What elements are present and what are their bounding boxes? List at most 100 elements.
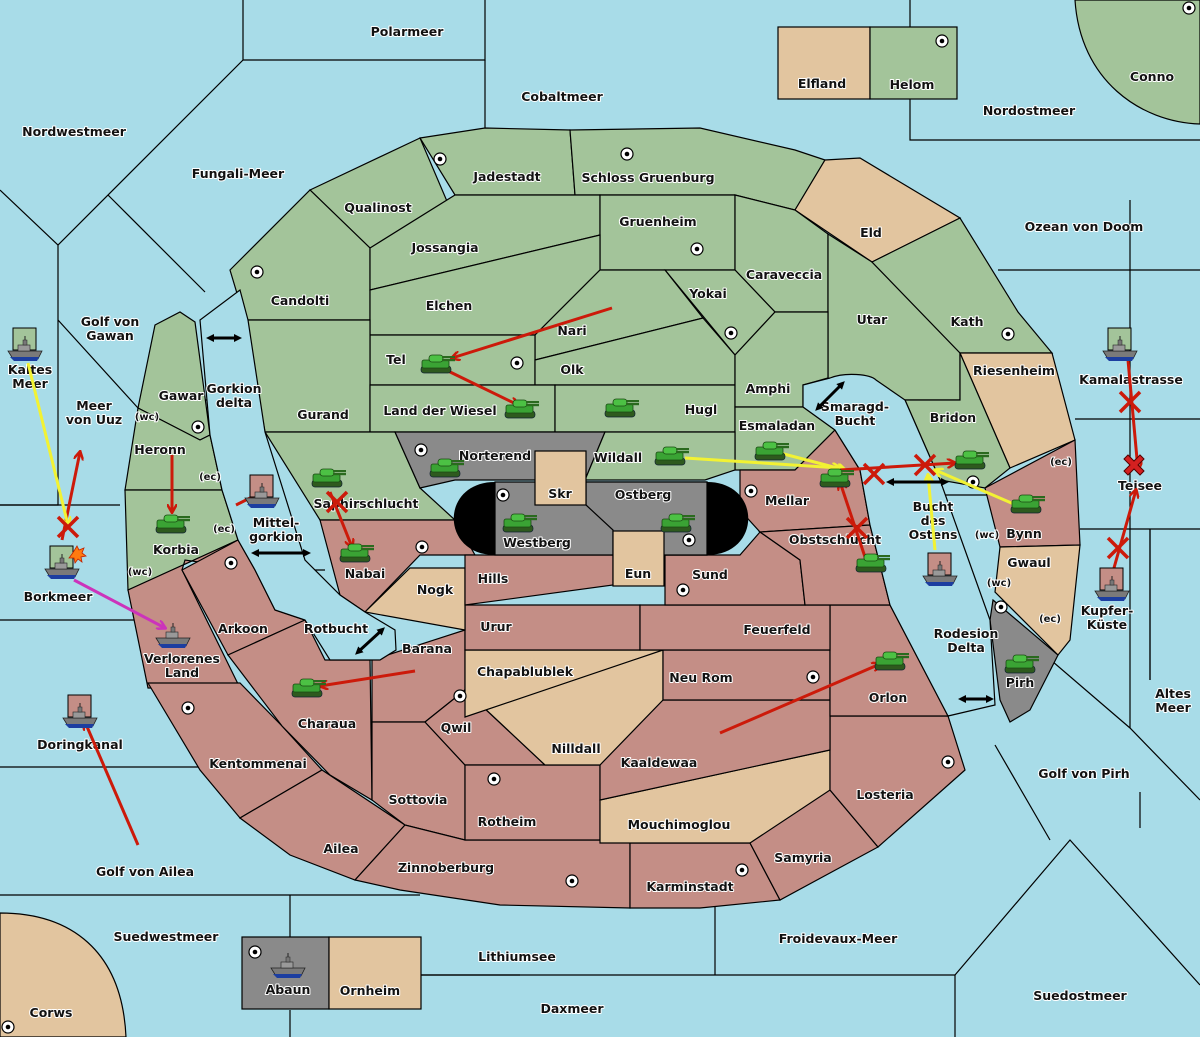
label-heronn: Heronn xyxy=(134,442,186,457)
label-land-der-wiesel: Land der Wiesel xyxy=(383,403,496,418)
territory-conno[interactable] xyxy=(1074,0,1200,125)
label-barana: Barana xyxy=(402,641,452,656)
label-orlon: Orlon xyxy=(869,690,908,705)
impassable-west xyxy=(453,482,495,555)
fleet-unit[interactable] xyxy=(922,552,958,587)
label-nordostmeer: Nordostmeer xyxy=(983,103,1076,118)
coast-marker: (wc) xyxy=(128,567,152,578)
order-support-arrow xyxy=(779,451,845,470)
label-nogk: Nogk xyxy=(417,582,454,597)
supply-center-icon xyxy=(415,540,429,554)
label-ozean-von-doom: Ozean von Doom xyxy=(1025,219,1144,234)
supply-center-icon xyxy=(941,755,955,769)
supply-center-icon xyxy=(1,1020,15,1034)
label-qualinost: Qualinost xyxy=(344,200,411,215)
territory-charaua[interactable] xyxy=(227,619,373,802)
supply-center-icon xyxy=(744,484,758,498)
fleet-unit[interactable] xyxy=(62,694,98,729)
sea-gorkion[interactable] xyxy=(199,288,397,661)
supply-center-icon xyxy=(735,863,749,877)
label-pirh: Pirh xyxy=(1006,675,1035,690)
supply-center-icon xyxy=(994,600,1008,614)
territory-kath[interactable] xyxy=(871,217,1054,354)
label-gwaul: Gwaul xyxy=(1007,555,1050,570)
label-kupfer-kueste: Kupfer-Küste xyxy=(1081,603,1134,632)
fleet-unit[interactable] xyxy=(44,545,87,580)
supply-center-icon xyxy=(248,945,262,959)
label-hills: Hills xyxy=(478,571,509,586)
territory-elfland[interactable] xyxy=(777,26,871,100)
label-korbia: Korbia xyxy=(153,542,199,557)
sea-smaragd-bucht[interactable] xyxy=(802,373,996,717)
territory-eun[interactable] xyxy=(612,530,665,587)
label-ostberg: Ostberg xyxy=(615,487,672,502)
fleet-unit[interactable] xyxy=(1094,567,1130,602)
label-urur: Urur xyxy=(480,619,512,634)
failed-order-cross-icon xyxy=(1118,390,1142,414)
territory-ornheim[interactable] xyxy=(328,936,422,1010)
order-support-arrow xyxy=(26,362,68,525)
failed-order-cross-icon xyxy=(56,515,80,539)
order-move-arrow xyxy=(840,482,868,561)
order-support-arrow xyxy=(684,456,840,468)
order-move-arrow xyxy=(719,664,880,735)
territory-saphirschlucht[interactable] xyxy=(263,431,457,521)
territory-gwaul[interactable] xyxy=(994,544,1081,656)
label-kaaldewaa: Kaaldewaa xyxy=(621,755,698,770)
label-corws: Corws xyxy=(30,1005,73,1020)
order-move-arrow xyxy=(1110,490,1136,576)
label-utar: Utar xyxy=(857,312,889,327)
supply-center-icon xyxy=(1001,327,1015,341)
supply-center-icon xyxy=(676,583,690,597)
bounce-marker-icon xyxy=(1123,454,1145,476)
label-nilldall: Nilldall xyxy=(551,741,600,756)
label-abaun: Abaun xyxy=(266,982,311,997)
label-borkmeer: Borkmeer xyxy=(24,589,94,604)
territory-corws[interactable] xyxy=(0,912,127,1037)
label-esmaladan: Esmaladan xyxy=(739,418,815,433)
supply-center-icon xyxy=(565,874,579,888)
label-bridon: Bridon xyxy=(930,410,976,425)
fleet-unit[interactable] xyxy=(1102,327,1138,362)
failed-order-cross-icon xyxy=(913,453,937,477)
passage-arrow-icon xyxy=(355,627,385,655)
label-caraveccia: Caraveccia xyxy=(746,267,822,282)
coast-marker: (ec) xyxy=(1050,457,1072,468)
failed-order-cross-icon xyxy=(862,462,886,486)
territory-gruenheim[interactable] xyxy=(599,194,736,271)
order-move-arrow xyxy=(320,669,416,686)
label-suedwestmeer: Suedwestmeer xyxy=(114,929,220,944)
label-elfland: Elfland xyxy=(798,76,846,91)
label-skr: Skr xyxy=(548,486,572,501)
order-support-arrow xyxy=(928,475,937,551)
fleet-unit[interactable] xyxy=(244,474,280,509)
label-ailea: Ailea xyxy=(323,841,358,856)
label-kentommenai: Kentommenai xyxy=(209,756,307,771)
label-bynn: Bynn xyxy=(1006,526,1041,541)
order-move-arrow xyxy=(1126,359,1138,470)
fleet-unit[interactable] xyxy=(7,327,43,362)
order-move-arrow xyxy=(328,491,352,547)
label-lithiumsee: Lithiumsee xyxy=(478,949,556,964)
center-mountain xyxy=(453,450,749,587)
label-losteria: Losteria xyxy=(856,787,913,802)
supply-center-icon xyxy=(487,772,501,786)
label-olk: Olk xyxy=(560,362,584,377)
coast-marker: (wc) xyxy=(135,412,159,423)
label-samyria: Samyria xyxy=(774,850,832,865)
territory-obstschlucht[interactable] xyxy=(758,524,891,606)
west-peninsula xyxy=(124,311,239,591)
label-polarmeer: Polarmeer xyxy=(371,24,445,39)
label-ornheim: Ornheim xyxy=(340,983,400,998)
label-yokai: Yokai xyxy=(688,286,727,301)
passage-arrow-icon xyxy=(815,381,845,411)
supply-center-icon xyxy=(1182,1,1196,15)
territory-skr[interactable] xyxy=(534,450,587,506)
label-mellar: Mellar xyxy=(765,493,810,508)
dislodged-burst-icon xyxy=(68,545,87,564)
supply-center-icon xyxy=(682,533,696,547)
label-helom: Helom xyxy=(890,77,935,92)
